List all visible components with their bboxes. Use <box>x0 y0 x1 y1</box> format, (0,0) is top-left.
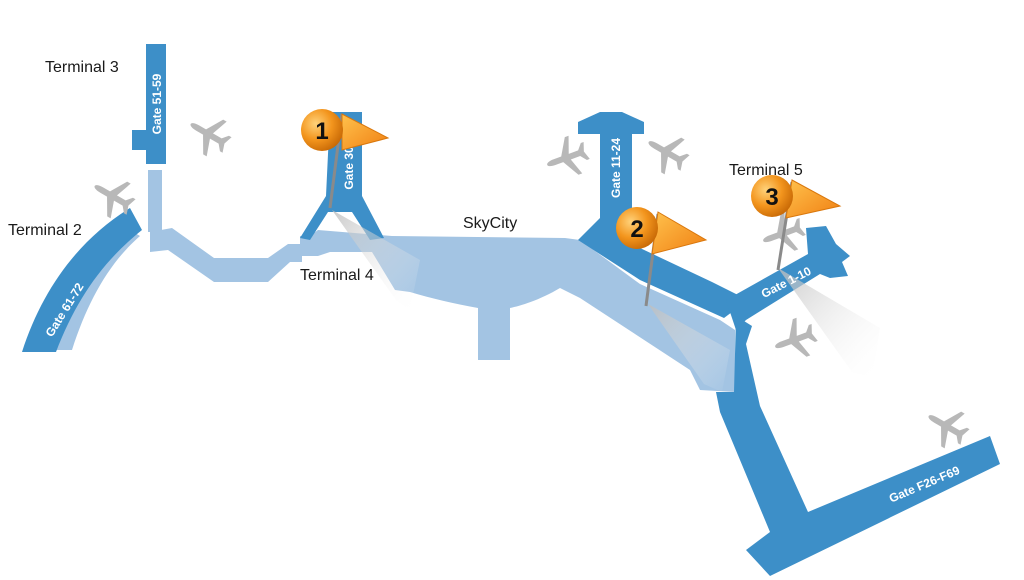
pin-3-number: 3 <box>765 184 778 211</box>
gate-label-51-59: Gate 51-59 <box>150 73 164 134</box>
walkway-t2-t4 <box>150 228 302 282</box>
pin-1-shadow <box>332 210 420 310</box>
pin-3-shadow <box>778 268 880 378</box>
pin-3-ball <box>751 175 793 217</box>
pin-2[interactable]: 2 <box>616 207 708 307</box>
pin-2-number: 2 <box>630 216 643 243</box>
pin-1-number: 1 <box>315 118 328 145</box>
label-skycity: SkyCity <box>463 215 517 232</box>
label-terminal-2: Terminal 2 <box>8 222 82 239</box>
airplane-icon <box>180 106 238 163</box>
walkway-t2-arc <box>56 230 140 350</box>
airplane-icon <box>540 131 594 184</box>
label-terminal-5: Terminal 5 <box>729 162 803 179</box>
label-terminal-3: Terminal 3 <box>45 59 119 76</box>
flag-pin-icon <box>341 113 390 151</box>
gate-label-30: Gate 30 <box>342 146 356 190</box>
location-pins: 1 2 3 <box>301 109 842 307</box>
pier-terminal-2 <box>22 208 142 352</box>
pier-south-spine <box>716 316 1000 576</box>
pin-1-ball <box>301 109 343 151</box>
pin-shadows <box>332 210 880 392</box>
label-terminal-4: Terminal 4 <box>300 267 374 284</box>
pin-2-shadow <box>648 304 730 392</box>
airplane-icon <box>768 313 822 366</box>
pier-terminal-3 <box>132 44 166 164</box>
pier-terminal-4 <box>300 112 384 240</box>
terminal-labels: Terminal 3 Terminal 2 Terminal 4 SkyCity… <box>8 59 803 284</box>
pin-2-ball <box>616 207 658 249</box>
pin-1[interactable]: 1 <box>301 109 390 209</box>
pier-gate-11-24 <box>578 112 748 318</box>
flag-pin-icon <box>651 211 708 255</box>
airplane-icon <box>638 124 696 181</box>
walkway-t3-stem <box>148 170 162 232</box>
gate-label-11-24: Gate 11-24 <box>609 138 623 198</box>
gate-piers <box>22 44 1000 576</box>
flag-pin-icon <box>785 179 842 219</box>
pin-3[interactable]: 3 <box>751 175 842 271</box>
